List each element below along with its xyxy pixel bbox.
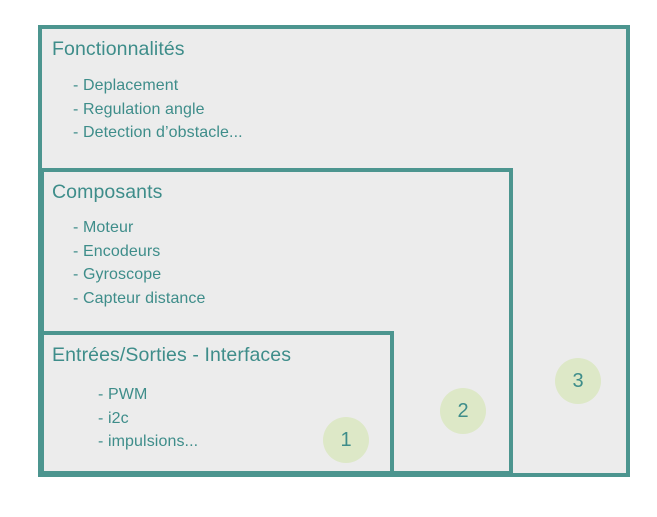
group-title-entrees-sorties: Entrées/Sorties - Interfaces <box>52 344 292 366</box>
list-item: - Regulation angle <box>73 100 205 118</box>
list-item: - Gyroscope <box>73 266 162 283</box>
level-badge-3: 3 <box>555 358 601 404</box>
group-composants: Composants - Moteur - Encodeurs - Gyrosc… <box>52 180 206 310</box>
list-item: - Deplacement <box>73 77 179 94</box>
list-item: - impulsions... <box>98 433 199 450</box>
group-fonctionnalites: Fonctionnalités - Deplacement - Regulati… <box>52 37 243 145</box>
list-item: - PWM <box>98 386 148 403</box>
list-item: - Encodeurs <box>73 242 161 260</box>
group-title-composants: Composants <box>52 181 163 203</box>
level-badge-2: 2 <box>440 388 486 434</box>
group-title-fonctionnalites: Fonctionnalités <box>52 38 185 60</box>
group-list-fonctionnalites: - Deplacement - Regulation angle - Detec… <box>73 74 243 145</box>
list-item: - Capteur distance <box>73 289 206 307</box>
list-item: - Moteur <box>73 219 134 236</box>
group-list-composants: - Moteur - Encodeurs - Gyroscope - Capte… <box>73 216 206 310</box>
group-list-entrees-sorties: - PWM - i2c - impulsions... <box>98 383 291 454</box>
list-item: - i2c <box>98 409 129 427</box>
group-entrees-sorties: Entrées/Sorties - Interfaces - PWM - i2c… <box>52 343 291 454</box>
level-badge-1: 1 <box>323 417 369 463</box>
list-item: - Detection d’obstacle... <box>73 124 243 141</box>
